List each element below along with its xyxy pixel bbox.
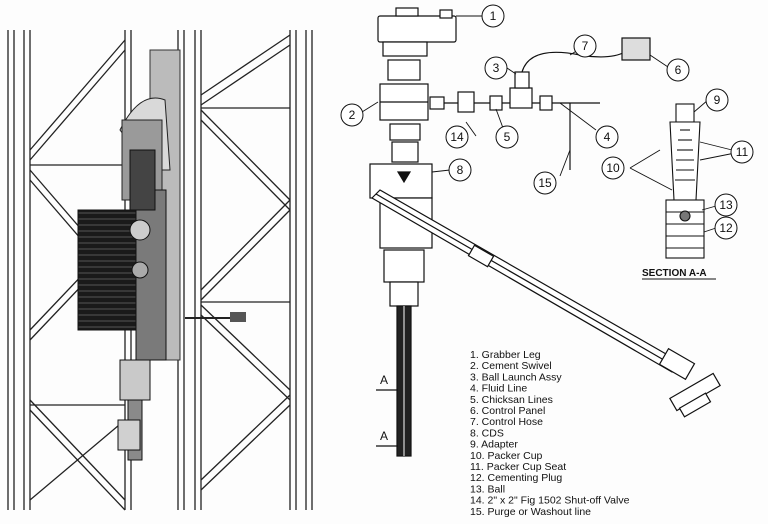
parts-legend: 1. Grabber Leg 2. Cement Swivel 3. Ball … bbox=[470, 349, 630, 518]
callout-9: 9 bbox=[714, 93, 721, 107]
legend-item: 6. Control Panel bbox=[470, 405, 545, 417]
callout-13: 13 bbox=[719, 198, 733, 212]
legend-item: 4. Fluid Line bbox=[470, 383, 527, 395]
callout-7: 7 bbox=[582, 39, 589, 53]
section-mark-lower: A bbox=[380, 429, 388, 443]
legend-item: 8. CDS bbox=[470, 427, 504, 439]
callout-1: 1 bbox=[490, 9, 497, 23]
legend-item: 10. Packer Cup bbox=[470, 450, 543, 462]
callout-15: 15 bbox=[538, 176, 552, 190]
cement-head-assembly-3d bbox=[77, 49, 246, 461]
callout-2: 2 bbox=[349, 108, 356, 122]
callout-bubbles bbox=[340, 4, 754, 240]
callout-4: 4 bbox=[604, 130, 611, 144]
legend-item: 11. Packer Cup Seat bbox=[470, 461, 566, 473]
leader-lines bbox=[361, 15, 741, 233]
legend-item: 2. Cement Swivel bbox=[470, 360, 552, 372]
callout-8: 8 bbox=[457, 163, 464, 177]
legend-item: 1. Grabber Leg bbox=[470, 349, 541, 361]
callout-10: 10 bbox=[606, 161, 620, 175]
legend-item: 5. Chicksan Lines bbox=[470, 394, 553, 406]
callout-6: 6 bbox=[675, 63, 682, 77]
section-title: SECTION A-A bbox=[642, 268, 707, 279]
legend-item: 14. 2" x 2" Fig 1502 Shut-off Valve bbox=[470, 495, 630, 507]
callout-11: 11 bbox=[736, 145, 749, 159]
schematic bbox=[369, 7, 721, 457]
callout-12: 12 bbox=[719, 221, 733, 235]
callout-5: 5 bbox=[504, 130, 511, 144]
legend-item: 15. Purge or Washout line bbox=[470, 506, 591, 518]
legend-item: 3. Ball Launch Assy bbox=[470, 371, 562, 383]
legend-item: 13. Ball bbox=[470, 483, 505, 495]
legend-item: 7. Control Hose bbox=[470, 416, 543, 428]
callout-3: 3 bbox=[493, 61, 500, 75]
legend-item: 9. Adapter bbox=[470, 439, 518, 451]
callout-14: 14 bbox=[450, 130, 464, 144]
section-mark-upper: A bbox=[380, 373, 388, 387]
section-a-a bbox=[665, 103, 705, 259]
legend-item: 12. Cementing Plug bbox=[470, 472, 562, 484]
